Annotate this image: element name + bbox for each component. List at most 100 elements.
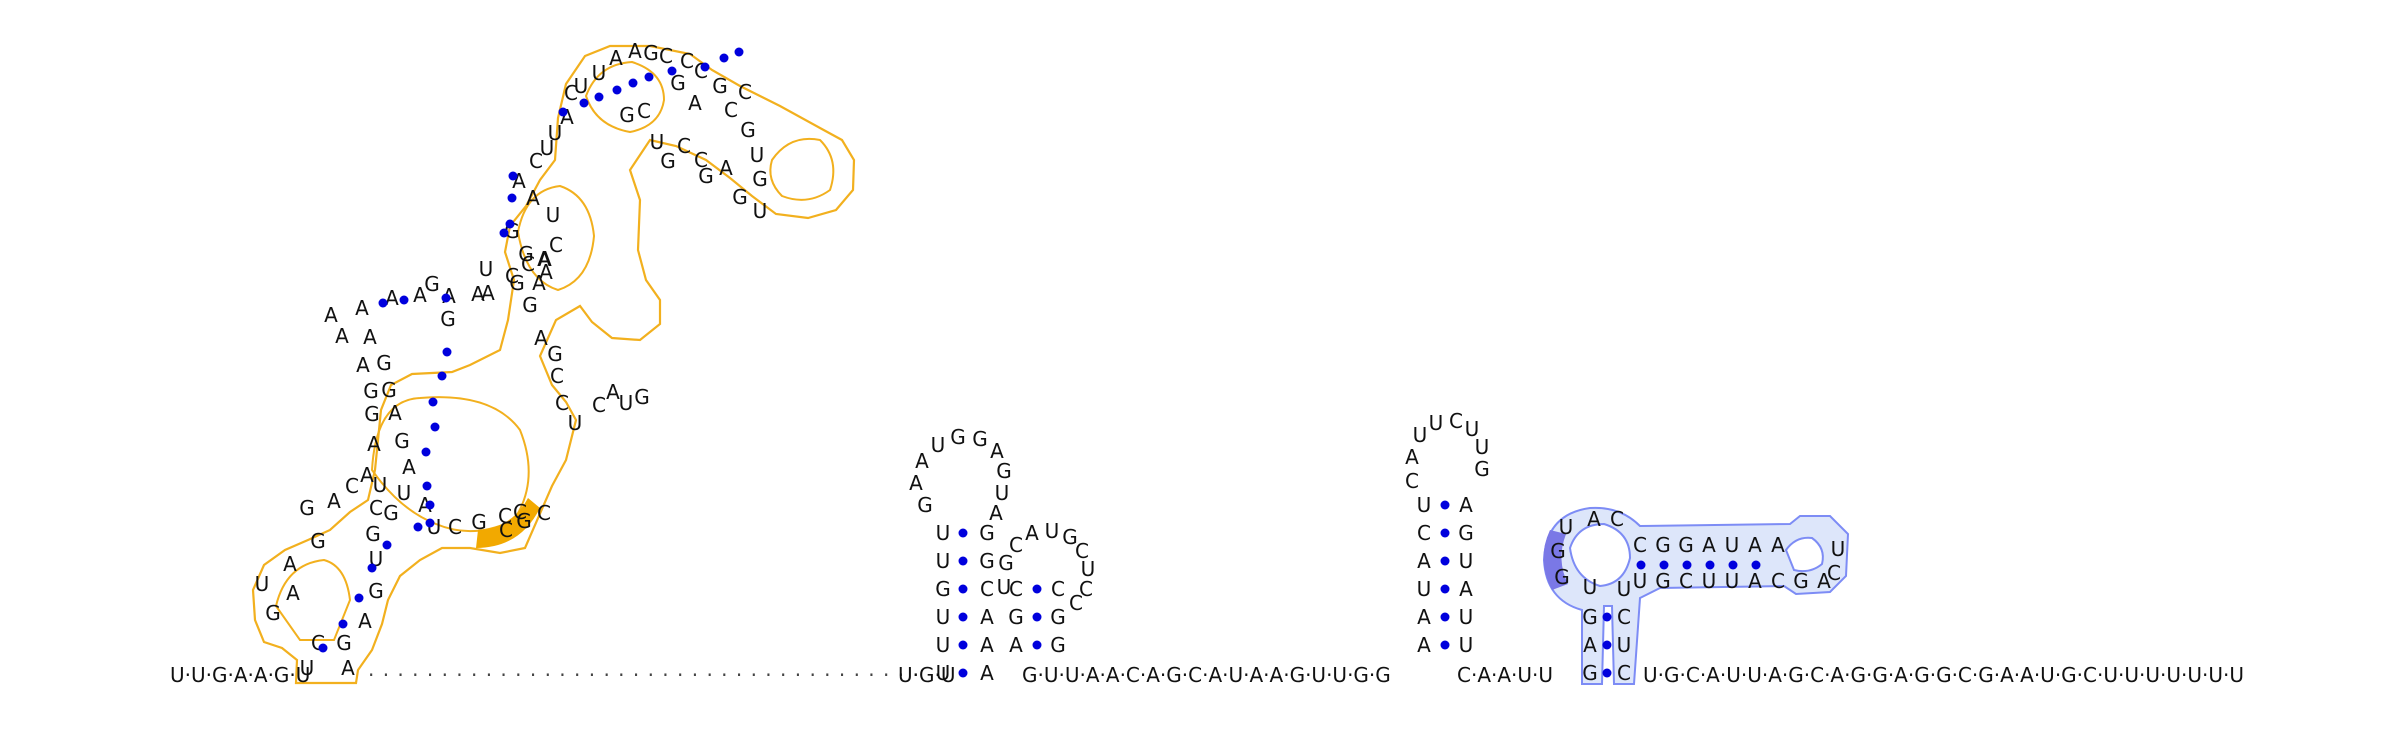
- base-pair-dot: [1440, 640, 1450, 650]
- base-pair-dot: [1440, 500, 1450, 510]
- base-pair-dot: [382, 540, 392, 550]
- orange-nucleotide: G: [670, 71, 686, 95]
- blue-left-nucleotide: U: [1559, 515, 1574, 539]
- stem3-left-nucleotide: A: [1417, 549, 1431, 573]
- stem3-loop-nucleotide: U: [1465, 417, 1480, 441]
- blue-left-nucleotide: G: [1554, 565, 1570, 589]
- orange-nucleotide: U: [650, 130, 665, 154]
- orange-nucleotide: C: [659, 44, 673, 68]
- orange-nucleotide: U: [255, 572, 270, 596]
- base-pair-dot: [958, 556, 968, 566]
- orange-nucleotide: G: [643, 41, 659, 65]
- backbone-mid-2: G·U·U·A·A·C·A·G·C·A·U·A·A·G·U·U·G·G: [1022, 663, 1391, 687]
- blue-top-nucleotide: G: [1678, 533, 1694, 557]
- base-pair-dot: [499, 228, 509, 238]
- orange-nucleotide: A: [688, 91, 702, 115]
- blue-right-nucleotide: U: [1617, 577, 1632, 601]
- orange-nucleotide: G: [365, 522, 381, 546]
- blue-loop-nucleotide: U: [1831, 537, 1846, 561]
- orange-nucleotide: A: [609, 46, 623, 70]
- orange-nucleotide: A: [402, 455, 416, 479]
- stem2-side-loop-nucleotide: U: [1081, 557, 1096, 581]
- base-pair-dot: [628, 78, 638, 88]
- blue-bottom-nucleotide: A: [1817, 569, 1831, 593]
- stem3-right-nucleotide: G: [1458, 521, 1474, 545]
- stem2-right-nucleotide: G: [979, 549, 995, 573]
- blue-loop-nucleotide: C: [1827, 561, 1841, 585]
- orange-nucleotide: A: [532, 271, 546, 295]
- orange-nucleotide: A: [526, 186, 540, 210]
- base-pair-dot: [1751, 560, 1761, 570]
- base-pair-dot: [1602, 640, 1612, 650]
- orange-domain-base-pairs: [318, 47, 744, 653]
- orange-nucleotide: A: [534, 326, 548, 350]
- orange-nucleotide: G: [547, 342, 563, 366]
- stem3-left-nucleotide: A: [1417, 633, 1431, 657]
- blue-left-nucleotide: U: [1583, 575, 1598, 599]
- base-pair-dot: [442, 347, 452, 357]
- base-pair-dot: [1440, 528, 1450, 538]
- orange-nucleotide: C: [369, 496, 383, 520]
- orange-nucleotide: G: [698, 164, 714, 188]
- blue-left-nucleotide: G: [1582, 605, 1598, 629]
- orange-nucleotide: A: [367, 432, 381, 456]
- stem2-left-nucleotide: G: [935, 577, 951, 601]
- orange-nucleotide: C: [529, 149, 543, 173]
- orange-nucleotide: C: [637, 99, 651, 123]
- orange-nucleotide: G: [518, 242, 534, 266]
- base-pair-dot: [1032, 584, 1042, 594]
- stem2-right-nucleotide: A: [980, 661, 994, 685]
- stem2-loop-nucleotide: U: [995, 481, 1010, 505]
- orange-nucleotide: C: [505, 264, 519, 288]
- base-pair-dot: [413, 522, 423, 532]
- orange-nucleotide: G: [299, 496, 315, 520]
- stem3-right-nucleotide: U: [1459, 605, 1474, 629]
- stem2-side-loop-nucleotide: C: [1069, 591, 1083, 615]
- blue-bottom-nucleotide: U: [1633, 569, 1648, 593]
- orange-nucleotide: C: [513, 500, 527, 524]
- base-pair-dot: [441, 293, 451, 303]
- stem2-side-left-nucleotide: C: [1009, 577, 1023, 601]
- base-pair-dot: [667, 66, 677, 76]
- stem3-loop-nucleotide: U: [1429, 411, 1444, 435]
- stem2-loop-nucleotide: A: [915, 449, 929, 473]
- stem2-left-nucleotide: U: [936, 661, 951, 685]
- orange-nucleotide: A: [324, 303, 338, 327]
- blue-bottom-nucleotide: C: [1771, 569, 1785, 593]
- base-pair-dot: [1440, 612, 1450, 622]
- base-pair-dot: [579, 98, 589, 108]
- blue-top-nucleotide: U: [1725, 533, 1740, 557]
- base-pair-dot: [1682, 560, 1692, 570]
- stem2-side-loop-nucleotide: G: [1062, 525, 1078, 549]
- orange-nucleotide: C: [448, 515, 462, 539]
- stem3-right-nucleotide: U: [1459, 633, 1474, 657]
- orange-nucleotide: C: [724, 98, 738, 122]
- stem2-loop-nucleotide: G: [996, 459, 1012, 483]
- orange-nucleotide: U: [540, 136, 555, 160]
- base-pair-dot: [1032, 640, 1042, 650]
- blue-right-nucleotide: U: [1617, 633, 1632, 657]
- orange-nucleotide: A: [388, 401, 402, 425]
- orange-nucleotide: G: [394, 429, 410, 453]
- orange-nucleotide: G: [634, 385, 650, 409]
- stem2-loop-nucleotide: A: [909, 471, 923, 495]
- base-pair-dot: [612, 85, 622, 95]
- blue-bottom-nucleotide: G: [1655, 569, 1671, 593]
- stem2-side-right-nucleotide: G: [1050, 605, 1066, 629]
- orange-nucleotide: U: [479, 257, 494, 281]
- orange-nucleotide: C: [738, 80, 752, 104]
- blue-right-nucleotide: C: [1617, 605, 1631, 629]
- orange-nucleotide: A: [719, 156, 733, 180]
- stem2-loop-nucleotide: A: [989, 501, 1003, 525]
- orange-nucleotide: G: [376, 351, 392, 375]
- base-pair-dot: [558, 107, 568, 117]
- stem2-right-nucleotide: A: [980, 605, 994, 629]
- stem2-left-nucleotide: U: [936, 549, 951, 573]
- stem2-loop-nucleotide: G: [972, 427, 988, 451]
- stem2-loop-nucleotide: G: [917, 493, 933, 517]
- base-pair-dot: [378, 298, 388, 308]
- stem2-side-loop-nucleotide: C: [1079, 577, 1093, 601]
